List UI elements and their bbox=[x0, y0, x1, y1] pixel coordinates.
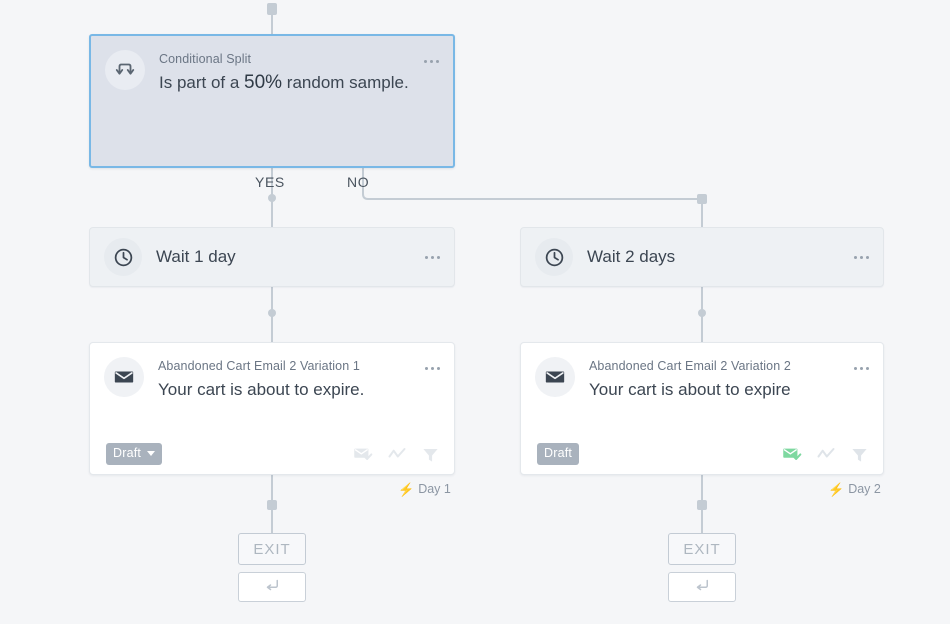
split-node-sentence: Is part of a 50% random sample. bbox=[159, 71, 413, 95]
day-label-2: ⚡ Day 2 bbox=[828, 482, 881, 496]
connector-no bbox=[362, 168, 703, 227]
envelope-check-icon[interactable] bbox=[353, 444, 373, 464]
filter-funnel-icon[interactable] bbox=[850, 445, 869, 464]
exit-button-2[interactable]: EXIT bbox=[668, 533, 736, 565]
email-node-2-footer-icons bbox=[782, 444, 869, 464]
connector-handle-exit1 bbox=[267, 500, 277, 510]
kebab-dot bbox=[425, 366, 428, 370]
email-node-1-status-badge[interactable]: Draft bbox=[106, 443, 163, 465]
kebab-dot bbox=[430, 59, 433, 63]
connector-handle-no bbox=[697, 194, 707, 204]
email-node-2-kicker: Abandoned Cart Email 2 Variation 2 bbox=[589, 359, 791, 373]
day-label-1-text: Day 1 bbox=[418, 482, 451, 496]
wait-node-1[interactable]: Wait 1 day bbox=[89, 227, 455, 287]
wait-node-1-title: Wait 1 day bbox=[156, 247, 236, 266]
kebab-dot bbox=[436, 59, 439, 63]
status-badge-label: Draft bbox=[544, 446, 573, 461]
conditional-split-icon bbox=[105, 50, 145, 90]
envelope-icon bbox=[535, 357, 575, 397]
email-node-2-kebab-menu[interactable] bbox=[843, 359, 869, 377]
email-node-2-status-badge[interactable]: Draft bbox=[537, 443, 580, 465]
kebab-dot bbox=[866, 255, 869, 259]
day-label-2-text: Day 2 bbox=[848, 482, 881, 496]
merge-return-icon bbox=[693, 576, 711, 599]
email-node-1-subject: Your cart is about to expire. bbox=[158, 380, 365, 399]
envelope-check-icon[interactable] bbox=[782, 444, 802, 464]
kebab-dot bbox=[424, 59, 427, 63]
lightning-bolt-icon: ⚡ bbox=[828, 481, 845, 497]
analytics-zigzag-icon[interactable] bbox=[387, 444, 407, 464]
chevron-down-icon bbox=[147, 451, 156, 456]
split-node-kicker: Conditional Split bbox=[159, 52, 252, 66]
exit-button-1[interactable]: EXIT bbox=[238, 533, 306, 565]
status-badge-label: Draft bbox=[113, 446, 142, 461]
merge-return-icon bbox=[263, 576, 281, 599]
email-node-1[interactable]: Abandoned Cart Email 2 Variation 1 Your … bbox=[89, 342, 455, 475]
clock-icon bbox=[104, 238, 142, 276]
wait-node-1-kebab-menu[interactable] bbox=[414, 248, 440, 266]
email-node-1-kicker: Abandoned Cart Email 2 Variation 1 bbox=[158, 359, 360, 373]
wait-node-2[interactable]: Wait 2 days bbox=[520, 227, 884, 287]
email-node-2[interactable]: Abandoned Cart Email 2 Variation 2 Your … bbox=[520, 342, 884, 475]
split-sentence-suffix: random sample. bbox=[282, 73, 409, 92]
email-node-1-footer-icons bbox=[353, 444, 440, 464]
branch-label-no: NO bbox=[347, 174, 370, 190]
analytics-zigzag-icon[interactable] bbox=[816, 444, 836, 464]
kebab-dot bbox=[431, 366, 434, 370]
kebab-dot bbox=[437, 366, 440, 370]
branch-label-yes: YES bbox=[255, 174, 285, 190]
split-percent-value: 50% bbox=[244, 72, 283, 93]
conditional-split-node[interactable]: Conditional Split Is part of a 50% rando… bbox=[89, 34, 455, 168]
day-label-1: ⚡ Day 1 bbox=[398, 482, 451, 496]
merge-return-button-2[interactable] bbox=[668, 572, 736, 602]
kebab-dot bbox=[425, 255, 428, 259]
kebab-dot bbox=[854, 366, 857, 370]
email-node-2-footer: Draft bbox=[521, 434, 883, 474]
connector-handle-top bbox=[267, 3, 277, 15]
email-node-1-footer: Draft bbox=[90, 434, 454, 474]
connector-handle-exit2 bbox=[697, 500, 707, 510]
connector-dot-yes bbox=[268, 194, 276, 202]
wait-node-2-title: Wait 2 days bbox=[587, 247, 676, 266]
connector-dot-wait1 bbox=[268, 309, 276, 317]
connector-dot-wait2 bbox=[698, 309, 706, 317]
split-sentence-prefix: Is part of a bbox=[159, 73, 245, 92]
kebab-dot bbox=[854, 255, 857, 259]
wait-node-2-kebab-menu[interactable] bbox=[843, 248, 869, 266]
kebab-dot bbox=[437, 255, 440, 259]
kebab-dot bbox=[860, 366, 863, 370]
email-node-1-kebab-menu[interactable] bbox=[414, 359, 440, 377]
email-node-2-subject: Your cart is about to expire bbox=[589, 380, 791, 399]
clock-icon bbox=[535, 238, 573, 276]
merge-return-button-1[interactable] bbox=[238, 572, 306, 602]
split-node-kebab-menu[interactable] bbox=[413, 52, 439, 70]
filter-funnel-icon[interactable] bbox=[421, 445, 440, 464]
kebab-dot bbox=[431, 255, 434, 259]
kebab-dot bbox=[866, 366, 869, 370]
lightning-bolt-icon: ⚡ bbox=[398, 481, 415, 497]
envelope-icon bbox=[104, 357, 144, 397]
kebab-dot bbox=[860, 255, 863, 259]
